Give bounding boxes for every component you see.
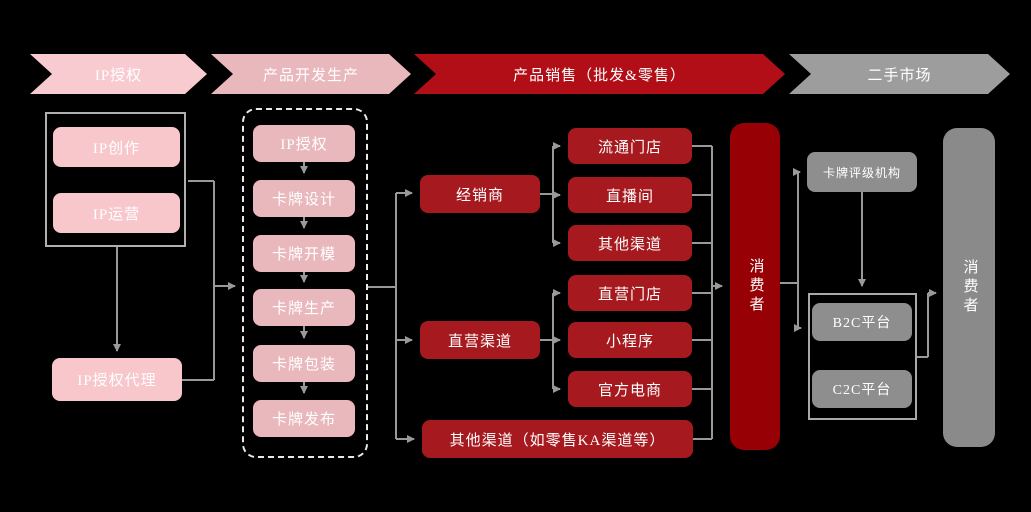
c2c-platform-box: C2C平台 (812, 370, 912, 408)
direct-channel-box: 直营渠道 (420, 321, 540, 359)
step-card-packaging-box: 卡牌包装 (253, 345, 355, 382)
consumer-box-sales: 消费者 (730, 123, 780, 450)
step-card-release-box: 卡牌发布 (253, 400, 355, 437)
step-card-design-box: 卡牌设计 (253, 180, 355, 217)
step-ip-license-box: IP授权 (253, 125, 355, 162)
banner-product-sales: 产品销售（批发&零售） (414, 54, 785, 94)
rating-agency-label: 卡牌评级机构 (822, 165, 901, 180)
consumer-sales-label: 消费者 (747, 258, 764, 315)
ip-agent-box: IP授权代理 (52, 358, 182, 401)
step-card-production-box: 卡牌生产 (253, 289, 355, 326)
b2c-platform-box: B2C平台 (812, 303, 912, 341)
step-card-molding-label: 卡牌开模 (271, 247, 336, 263)
banner-ip-licensing: IP授权 (30, 54, 207, 94)
channel-other-label: 其他渠道 (597, 236, 662, 253)
banner-ip-licensing-label: IP授权 (94, 67, 143, 84)
ip-operation-label: IP运营 (92, 206, 141, 223)
ip-operation-box: IP运营 (53, 193, 180, 233)
c2c-platform-label: C2C平台 (832, 383, 892, 398)
channel-official-ecommerce-box: 官方电商 (568, 371, 692, 407)
banner-product-development: 产品开发生产 (211, 54, 411, 94)
banner-product-development-label: 产品开发生产 (262, 67, 359, 84)
banner-product-sales-label: 产品销售（批发&零售） (513, 67, 686, 84)
direct-channel-label: 直营渠道 (447, 333, 512, 350)
channel-mini-program-box: 小程序 (568, 322, 692, 358)
ip-creation-label: IP创作 (92, 140, 141, 157)
channel-retail-store-box: 流通门店 (568, 128, 692, 164)
platform-group-frame (808, 293, 917, 420)
other-channel-ka-box: 其他渠道（如零售KA渠道等） (422, 420, 693, 458)
channel-official-ecommerce-label: 官方电商 (597, 382, 662, 399)
consumer-secondhand-label: 消费者 (961, 259, 978, 316)
step-card-design-label: 卡牌设计 (271, 192, 336, 208)
ip-agent-label: IP授权代理 (77, 373, 157, 389)
step-card-packaging-label: 卡牌包装 (271, 357, 336, 373)
step-card-production-label: 卡牌生产 (271, 301, 336, 317)
step-ip-license-label: IP授权 (280, 137, 328, 153)
ip-creation-box: IP创作 (53, 127, 180, 167)
production-group-frame (242, 108, 368, 458)
channel-direct-store-box: 直营门店 (568, 275, 692, 311)
other-channel-ka-label: 其他渠道（如零售KA渠道等） (449, 432, 666, 449)
channel-livestream-box: 直播间 (568, 177, 692, 213)
ip-owner-group-frame (45, 112, 186, 247)
channel-retail-store-label: 流通门店 (597, 139, 662, 156)
step-card-release-label: 卡牌发布 (271, 412, 336, 428)
rating-agency-box: 卡牌评级机构 (807, 152, 917, 192)
channel-mini-program-label: 小程序 (605, 333, 654, 350)
b2c-platform-label: B2C平台 (832, 316, 892, 331)
distributor-box: 经销商 (420, 175, 540, 213)
step-card-molding-box: 卡牌开模 (253, 235, 355, 272)
distributor-label: 经销商 (455, 187, 504, 204)
banner-secondhand-market: 二手市场 (789, 54, 1010, 94)
channel-livestream-label: 直播间 (605, 188, 654, 205)
channel-other-box: 其他渠道 (568, 225, 692, 261)
channel-direct-store-label: 直营门店 (597, 286, 662, 303)
consumer-box-secondhand: 消费者 (943, 128, 995, 447)
banner-secondhand-market-label: 二手市场 (867, 67, 932, 84)
